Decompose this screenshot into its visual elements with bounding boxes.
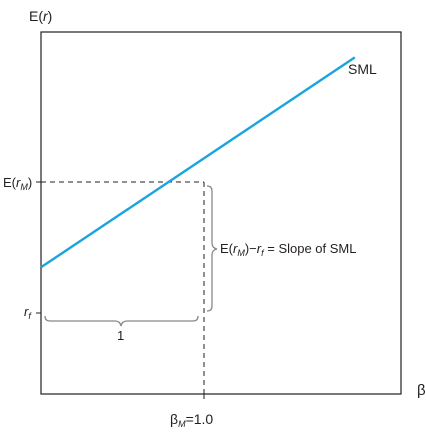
run-brace: [44, 315, 199, 327]
x-axis-title: β: [417, 382, 426, 399]
run-label: 1: [117, 328, 124, 343]
sml-series-line: [40, 56, 356, 269]
rise-brace: [206, 185, 218, 312]
y-axis-title: E(r): [29, 8, 52, 24]
ytick-market-label: E(rM): [3, 175, 32, 192]
xtick-beta-label: βM=1.0: [170, 411, 213, 429]
sml-series-label: SML: [348, 61, 377, 77]
ytick-rf-label: rf: [24, 304, 32, 321]
rise-label: E(rM)−rf = Slope of SML: [220, 241, 357, 258]
plot-frame: [40, 31, 402, 395]
